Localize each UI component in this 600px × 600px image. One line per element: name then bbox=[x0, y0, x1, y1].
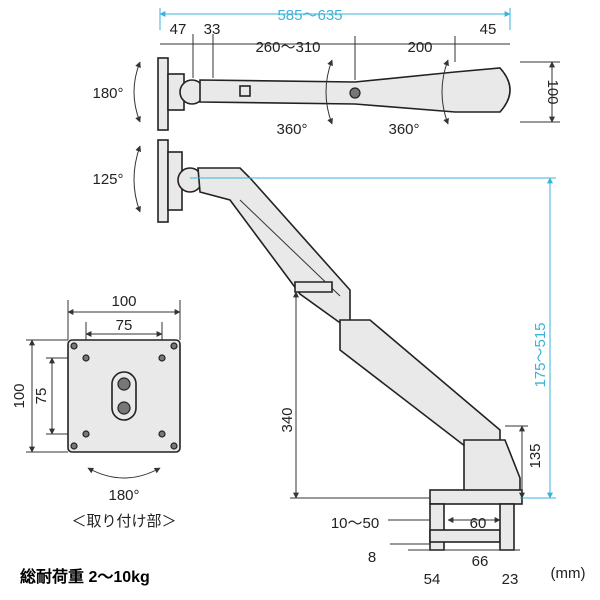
dim-33: 33 bbox=[204, 21, 221, 38]
rot-360-label-b: 360° bbox=[388, 121, 419, 138]
dim-8-label: 8 bbox=[368, 549, 376, 566]
pole-side bbox=[463, 439, 521, 496]
arm-bump-side bbox=[294, 281, 333, 293]
rot-360-arrow-a bbox=[325, 59, 333, 125]
vesa-hole-75-tl bbox=[82, 354, 90, 362]
height-range-label: 175〜515 bbox=[532, 322, 549, 387]
rot-360-label-a: 360° bbox=[276, 121, 307, 138]
gas-spring-line bbox=[239, 199, 341, 297]
arm-joint-top bbox=[349, 87, 361, 99]
vesa-hole-100-br bbox=[170, 442, 178, 450]
clamp-body bbox=[429, 503, 445, 551]
dim-66-label: 66 bbox=[472, 553, 489, 570]
tilt-125-label: 125° bbox=[92, 171, 123, 188]
height-340-label: 340 bbox=[279, 407, 296, 432]
upper-arm-side bbox=[197, 167, 351, 332]
vesa-hole-75-bl bbox=[82, 430, 90, 438]
vesa-h100: 100 bbox=[11, 383, 28, 408]
vesa-caption: ＜取り付け部＞ bbox=[71, 513, 176, 530]
vesa-w75: 75 bbox=[116, 317, 133, 334]
dim-47: 47 bbox=[170, 21, 187, 38]
dim-10-50-label: 10〜50 bbox=[331, 515, 379, 532]
monitor-plate-side bbox=[157, 139, 169, 223]
vesa-w100: 100 bbox=[111, 293, 136, 310]
top-view: 585〜635 47 33 260〜310 200 45 100 180° 36… bbox=[92, 7, 561, 138]
vesa-center-bolt-bottom bbox=[117, 401, 131, 415]
monitor-plate-top bbox=[157, 57, 169, 131]
dim-23-label: 23 bbox=[502, 571, 519, 588]
vesa-center-bolt-top bbox=[117, 377, 131, 391]
dim-arm1: 260〜310 bbox=[255, 39, 320, 56]
side-view: 125° 175〜515 340 135 10〜50 8 60 54 66 23… bbox=[92, 139, 586, 588]
rot-180-arrow bbox=[133, 61, 141, 123]
clamp-screw bbox=[499, 503, 515, 551]
vesa-hole-100-bl bbox=[70, 442, 78, 450]
vesa-plate-view: 100 75 100 75 180° ＜取り付け部＞ bbox=[11, 293, 181, 530]
unit-label: (mm) bbox=[551, 565, 586, 582]
tilt-125-arrow bbox=[133, 145, 142, 213]
vesa-hole-100-tr bbox=[170, 342, 178, 350]
vesa-hole-75-br bbox=[158, 430, 166, 438]
rot-360-arrow-b bbox=[441, 59, 449, 125]
arm-clip-top bbox=[239, 85, 251, 97]
clamp-bottom bbox=[429, 529, 501, 543]
load-capacity: 総耐荷重 2〜10kg bbox=[20, 567, 150, 586]
rot-180-label: 180° bbox=[92, 85, 123, 102]
dim-54-label: 54 bbox=[424, 571, 441, 588]
vesa-h75: 75 bbox=[33, 388, 50, 405]
vesa-rot-label: 180° bbox=[108, 487, 139, 504]
vesa-hole-100-tl bbox=[70, 342, 78, 350]
vesa-hole-75-tr bbox=[158, 354, 166, 362]
dim-45: 45 bbox=[480, 21, 497, 38]
dim-arm2: 200 bbox=[407, 39, 432, 56]
dim-135-label: 135 bbox=[527, 443, 544, 468]
lower-arm-side bbox=[339, 319, 501, 451]
dim-depth-100: 100 bbox=[544, 79, 561, 104]
vesa-rot-arrow bbox=[87, 467, 161, 479]
dim-total-width: 585〜635 bbox=[277, 7, 342, 24]
clamp-top bbox=[429, 489, 523, 505]
dim-60-label: 60 bbox=[470, 515, 487, 532]
